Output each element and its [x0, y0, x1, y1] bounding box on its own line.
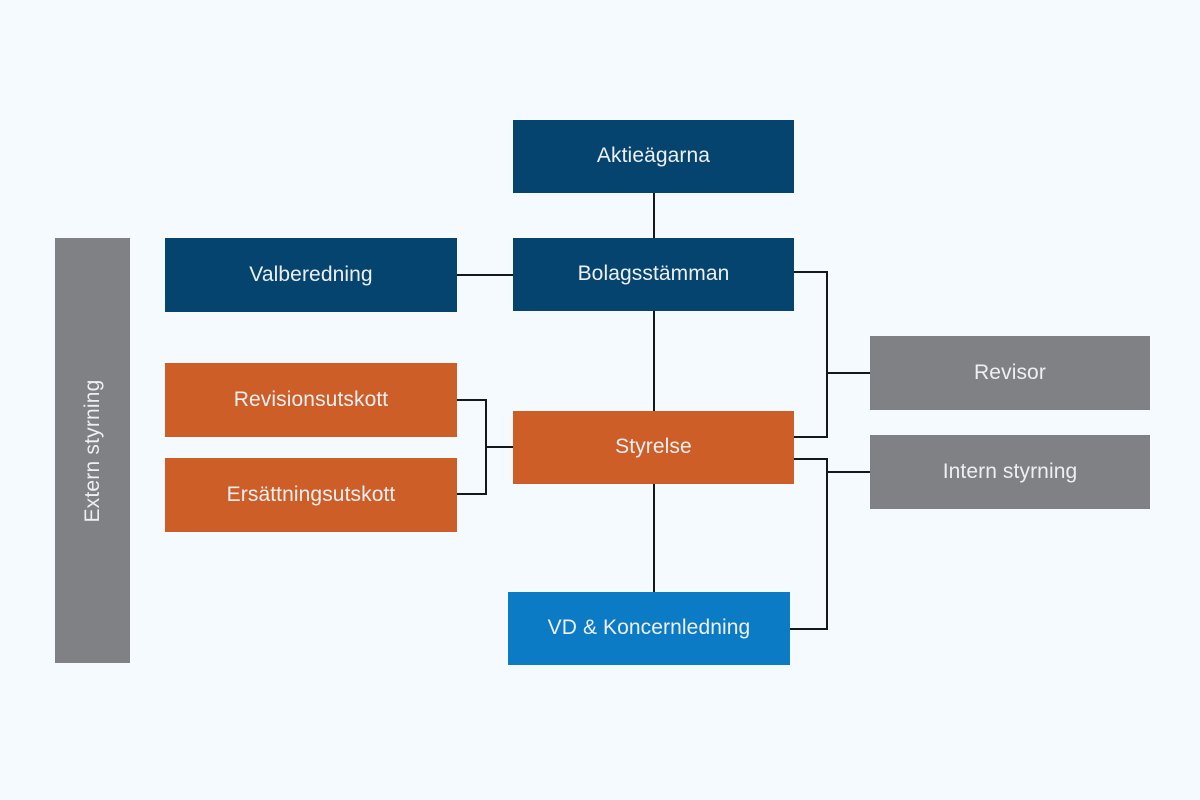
- node-aktieagarna[interactable]: Aktieägarna: [513, 120, 794, 193]
- node-valberedning[interactable]: Valberedning: [165, 238, 457, 312]
- node-intern-styrning[interactable]: Intern styrning: [870, 435, 1150, 509]
- node-bolagsstamman-label: Bolagsstämman: [577, 262, 730, 286]
- node-revisor[interactable]: Revisor: [870, 336, 1150, 410]
- node-revisor-label: Revisor: [974, 360, 1046, 384]
- node-bolagsstamman[interactable]: Bolagsstämman: [513, 238, 794, 311]
- node-revisionsutskott[interactable]: Revisionsutskott: [165, 363, 457, 437]
- node-aktieagarna-label: Aktieägarna: [596, 144, 711, 168]
- node-valberedning-label: Valberedning: [249, 262, 373, 286]
- extern-styrning-band: Extern styrning: [55, 238, 130, 663]
- extern-styrning-label: Extern styrning: [80, 378, 104, 523]
- node-vd-koncernledning-label: VD & Koncernledning: [547, 616, 751, 640]
- edge-bracket-utskott: [457, 399, 487, 495]
- node-intern-styrning-label: Intern styrning: [942, 459, 1078, 483]
- node-vd-koncernledning[interactable]: VD & Koncernledning: [508, 592, 790, 665]
- edge-bracket-revisor: [794, 271, 828, 438]
- node-styrelse[interactable]: Styrelse: [513, 411, 794, 484]
- node-styrelse-label: Styrelse: [615, 435, 692, 459]
- node-revisionsutskott-label: Revisionsutskott: [233, 387, 389, 411]
- node-ersattningsutskott[interactable]: Ersättningsutskott: [165, 458, 457, 532]
- edge-bracket-intern-styrning: [790, 458, 828, 630]
- node-ersattningsutskott-label: Ersättningsutskott: [226, 482, 396, 506]
